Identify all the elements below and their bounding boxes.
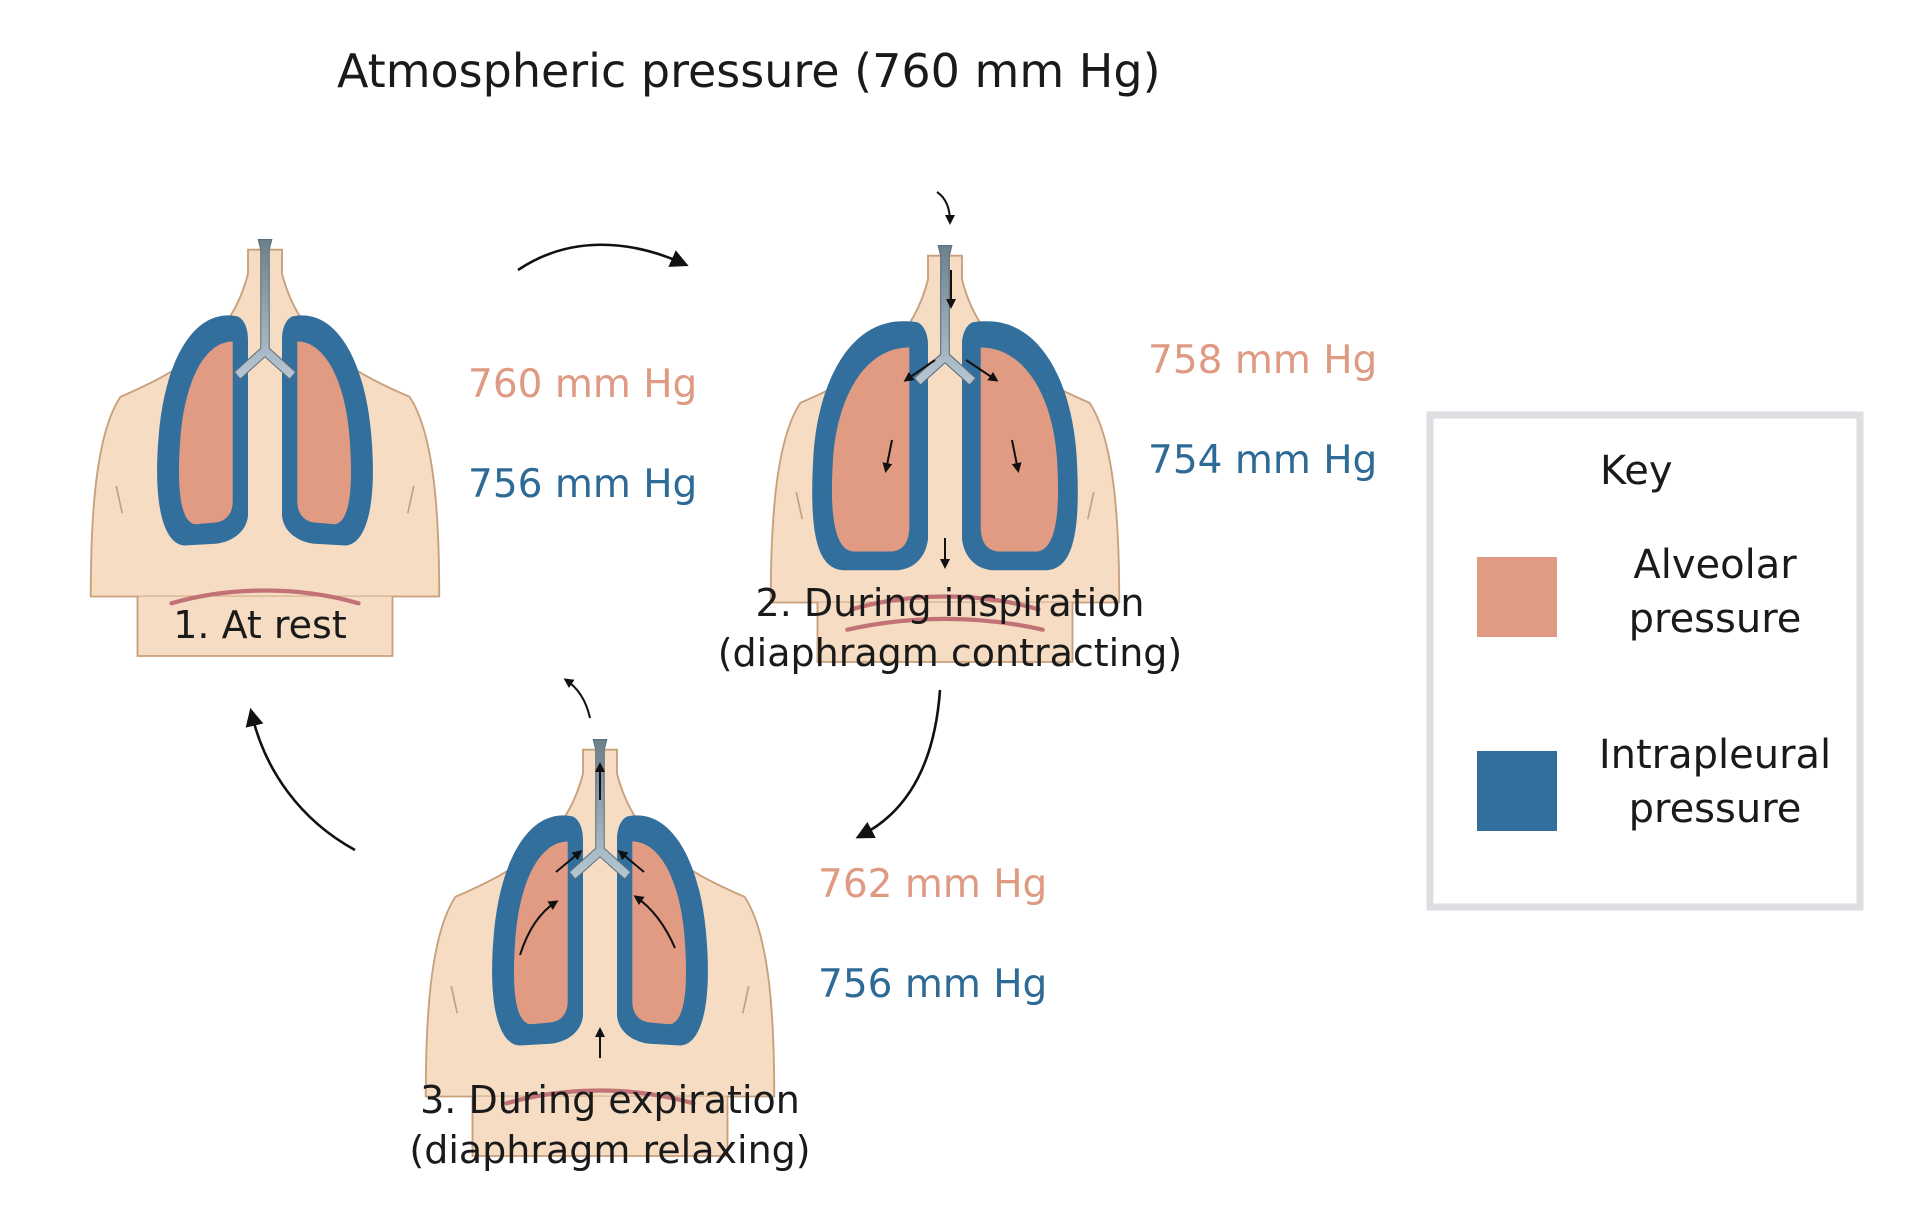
key-label-intrapleural-line-2: pressure [1628, 786, 1802, 832]
inspiration-airflow-arrows [882, 191, 1022, 569]
stage-2-intrapleural-pressure: 754 mm Hg [1148, 438, 1378, 483]
key-label-intrapleural-line-1: Intrapleural [1598, 732, 1832, 778]
key-title: Key [1600, 448, 1673, 494]
cycle-arrow-inspiration-to-expiration [855, 689, 942, 839]
stage-3-caption-line-1: 3. During expiration [420, 1078, 800, 1122]
key-label-intrapleural: Intrapleural pressure [1590, 728, 1840, 836]
stage-1-caption: 1. At rest [130, 600, 390, 650]
stage-1-intrapleural-pressure: 756 mm Hg [468, 462, 698, 507]
atmospheric-pressure-title: Atmospheric pressure (760 mm Hg) [337, 44, 1161, 98]
key-label-alveolar-line-2: pressure [1628, 596, 1802, 642]
stage-2-alveolar-pressure: 758 mm Hg [1148, 338, 1378, 383]
stage-1-alveolar-pressure: 760 mm Hg [468, 362, 698, 407]
torso-at-rest [91, 240, 440, 657]
stage-3-caption-line-2: (diaphragm relaxing) [409, 1128, 811, 1172]
expiration-airflow-arrows [519, 678, 676, 1058]
stage-3-caption: 3. During expiration (diaphragm relaxing… [360, 1075, 860, 1175]
cycle-arrow-rest-to-inspiration [517, 243, 689, 272]
stage-3-intrapleural-pressure: 756 mm Hg [818, 962, 1048, 1007]
inspiration-expanded-lungs [812, 244, 1078, 632]
key-swatch-alveolar [1477, 557, 1557, 637]
stage-1-caption-line-1: 1. At rest [173, 603, 347, 647]
stage-3-alveolar-pressure: 762 mm Hg [818, 862, 1048, 907]
stage-2-caption: 2. During inspiration (diaphragm contrac… [700, 578, 1200, 678]
stage-2-caption-line-1: 2. During inspiration [755, 581, 1145, 625]
key-swatch-intrapleural [1477, 751, 1557, 831]
stage-2-caption-line-2: (diaphragm contracting) [717, 631, 1183, 675]
cycle-arrow-expiration-to-rest [245, 707, 356, 852]
key-label-alveolar: Alveolar pressure [1590, 538, 1840, 646]
key-label-alveolar-line-1: Alveolar [1633, 542, 1797, 588]
